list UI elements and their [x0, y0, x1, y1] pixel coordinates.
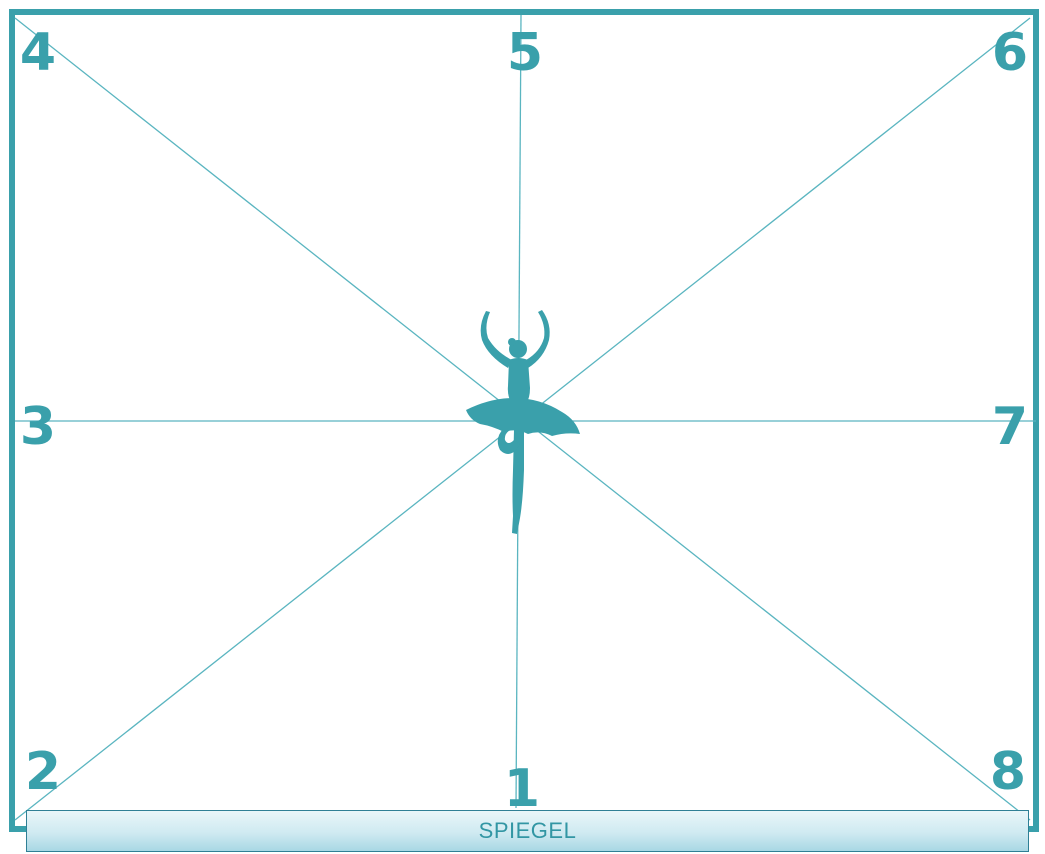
mirror-label: SPIEGEL	[479, 818, 577, 844]
direction-label-7: 7	[992, 397, 1028, 457]
direction-label-5: 5	[507, 23, 543, 83]
direction-label-2: 2	[25, 742, 61, 802]
direction-label-4: 4	[20, 23, 56, 83]
direction-label-3: 3	[20, 397, 56, 457]
direction-label-6: 6	[992, 23, 1028, 83]
mirror-bar: SPIEGEL	[26, 810, 1029, 852]
direction-label-8: 8	[990, 742, 1026, 802]
ballerina-silhouette-icon	[466, 310, 580, 534]
